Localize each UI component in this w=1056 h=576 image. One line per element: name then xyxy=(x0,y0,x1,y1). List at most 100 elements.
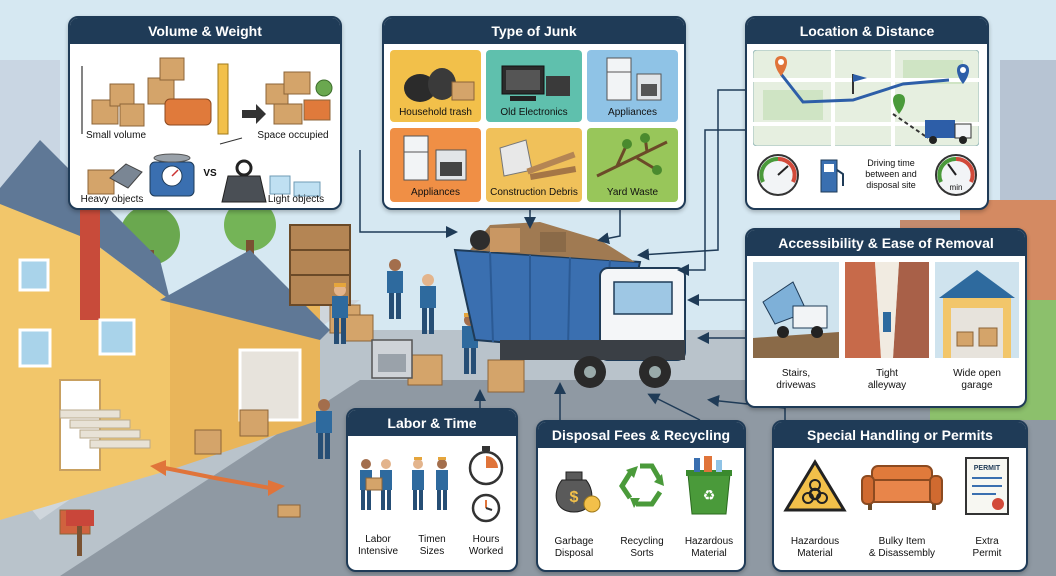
access-item-label: Wide open garage xyxy=(953,368,1001,391)
svg-text:$: $ xyxy=(570,489,579,506)
labor-item-intensive: Labor Intensive xyxy=(352,440,404,566)
mailbox xyxy=(66,510,94,556)
gauge-right-icon xyxy=(935,154,977,196)
svg-text:♻: ♻ xyxy=(703,487,716,503)
panel-special-handling: Special Handling or Permits Hazardous Ma… xyxy=(772,420,1028,572)
access-item-garage: Wide open garage xyxy=(935,262,1019,400)
house xyxy=(0,140,330,520)
stove xyxy=(371,339,413,379)
permit-tag: PERMIT xyxy=(974,465,1001,472)
tile-appliances-bottom: Appliances xyxy=(390,128,481,202)
labor-item-label: Hours Worked xyxy=(468,534,504,557)
label-driving-time: Driving time between and disposal site xyxy=(865,158,917,190)
driveway-arrow xyxy=(150,460,285,496)
tile-label: Appliances xyxy=(411,187,460,198)
tile-label: Yard Waste xyxy=(606,187,659,198)
tile-label: Old Electronics xyxy=(500,107,568,118)
label-space-occupied: Space occupied xyxy=(257,130,329,141)
appliances-icon xyxy=(403,135,467,181)
location-pin-icon xyxy=(775,56,787,76)
gauge-left-icon xyxy=(757,154,799,196)
ruler-icon xyxy=(217,63,229,135)
access-item-label: Tight alleyway xyxy=(867,368,907,391)
biohazard-icon xyxy=(783,459,847,512)
disposal-item-label: Garbage Disposal xyxy=(554,536,594,559)
label-small-volume: Small volume xyxy=(85,130,147,141)
route-map xyxy=(753,50,979,146)
sofa-icon xyxy=(164,98,212,126)
panel-title: Accessibility & Ease of Removal xyxy=(747,230,1025,256)
light-objects-icon xyxy=(269,175,321,197)
label-vs: VS xyxy=(203,168,217,179)
dump-truck-unloading-icon xyxy=(753,262,839,358)
weight-icon xyxy=(221,159,267,203)
junk-pile-icon xyxy=(265,71,333,125)
special-item-hazardous: Hazardous Material xyxy=(778,452,852,566)
tile-household-trash: Household trash xyxy=(390,50,481,122)
heavy-objects-icon xyxy=(87,163,143,195)
panel-title: Disposal Fees & Recycling xyxy=(538,422,744,448)
tile-old-electronics: Old Electronics xyxy=(486,50,582,122)
tile-yard-waste: Yard Waste xyxy=(587,128,678,202)
special-item-label: Bulky Item & Disassembly xyxy=(868,536,936,559)
permit-document-icon: PERMIT xyxy=(965,457,1009,515)
label-heavy-objects: Heavy objects xyxy=(80,194,144,205)
disposal-item-recycling: Recycling Sorts xyxy=(610,452,674,566)
money-bag-icon: $ xyxy=(555,471,601,513)
panel-title: Location & Distance xyxy=(747,18,987,44)
panel-title: Labor & Time xyxy=(348,410,516,436)
panel-title: Special Handling or Permits xyxy=(774,422,1026,448)
tile-appliances-top: Appliances xyxy=(587,50,678,122)
recycling-bin-icon: ♻ xyxy=(686,456,732,515)
labor-item-hours: Hours Worked xyxy=(460,440,512,566)
alleyway-icon xyxy=(845,262,929,358)
panel-accessibility: Accessibility & Ease of Removal Stairs, … xyxy=(745,228,1027,408)
access-item-label: Stairs, drivewas xyxy=(776,368,816,391)
disposal-item-garbage: $ Garbage Disposal xyxy=(542,452,606,566)
tile-label: Appliances xyxy=(608,107,657,118)
couch-icon xyxy=(861,465,943,510)
team-icon xyxy=(412,457,448,510)
truck-icon xyxy=(925,120,972,144)
branches-icon xyxy=(596,133,668,178)
access-item-stairs: Stairs, drivewas xyxy=(753,262,839,400)
labor-item-label: Labor Intensive xyxy=(357,534,399,557)
recycle-icon xyxy=(619,463,664,508)
access-item-alleyway: Tight alleyway xyxy=(845,262,929,400)
tile-construction-debris: Construction Debris xyxy=(486,128,582,202)
workers xyxy=(316,259,478,459)
tile-label: Household trash xyxy=(399,107,472,118)
panel-title: Type of Junk xyxy=(384,18,684,44)
workers-carrying-icon xyxy=(360,459,392,510)
special-item-bulky: Bulky Item & Disassembly xyxy=(856,452,948,566)
gauge-unit: min xyxy=(949,183,963,192)
destination-pin-icon xyxy=(957,64,969,84)
panel-title: Volume & Weight xyxy=(70,18,340,44)
special-item-permit: PERMIT Extra Permit xyxy=(952,452,1022,566)
stopwatch-icon xyxy=(468,446,504,523)
garage-icon xyxy=(935,262,1019,358)
dump-truck xyxy=(453,222,686,388)
green-pin-icon xyxy=(893,94,905,114)
fridge-stove-icon xyxy=(606,57,662,101)
panel-type-of-junk: Type of Junk Household trash Old Electro… xyxy=(382,16,686,210)
trash-bags-icon xyxy=(404,68,475,102)
volume-weight-illustration xyxy=(81,57,333,203)
electronics-icon xyxy=(501,65,570,101)
labor-item-sizes: Timen Sizes xyxy=(406,440,458,566)
panel-location-distance: Location & Distance Driving time between… xyxy=(745,16,989,210)
disposal-item-label: Hazardous Material xyxy=(684,536,734,559)
fuel-pump-icon xyxy=(820,159,844,193)
debris-icon xyxy=(499,139,577,180)
panel-labor-time: Labor & Time Labor Intensive Timen Sizes… xyxy=(346,408,518,572)
disposal-item-label: Recycling Sorts xyxy=(620,536,664,559)
tile-label: Construction Debris xyxy=(490,187,578,198)
flag-icon xyxy=(852,74,867,94)
special-item-label: Extra Permit xyxy=(972,536,1002,559)
clock-icon xyxy=(471,493,501,523)
scale-icon xyxy=(149,153,195,197)
disposal-item-hazardous: ♻ Hazardous Material xyxy=(678,452,740,566)
special-item-label: Hazardous Material xyxy=(790,536,840,559)
panel-disposal-fees: Disposal Fees & Recycling $ Garbage Disp… xyxy=(536,420,746,572)
label-light-objects: Light objects xyxy=(267,194,325,205)
